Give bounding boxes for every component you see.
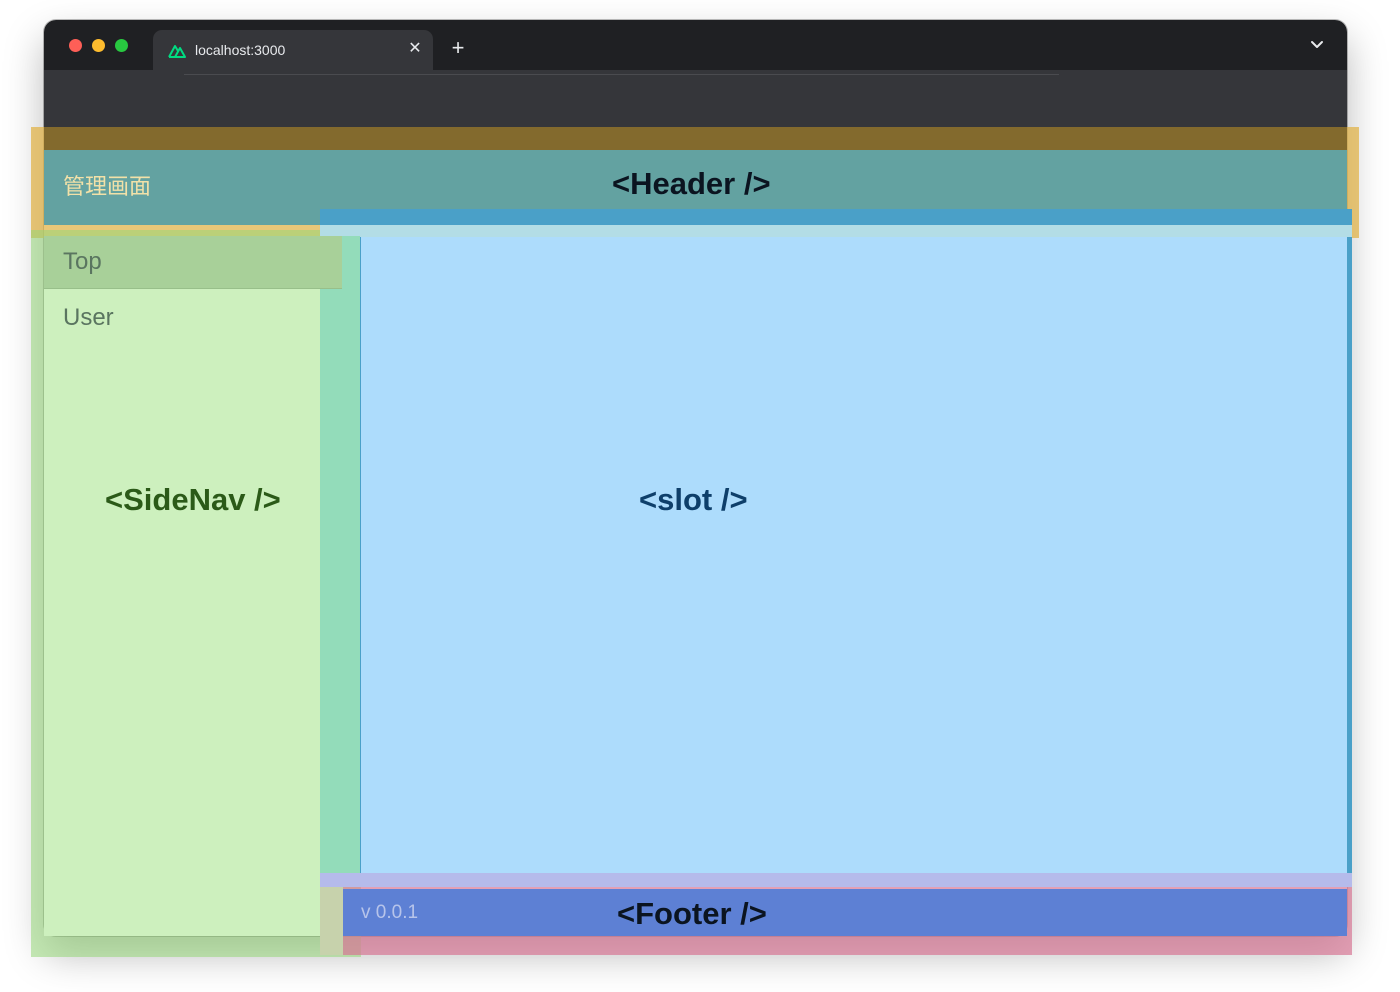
- sidenav-item-top-label[interactable]: Top: [63, 248, 102, 275]
- window-minimize-button[interactable]: [92, 39, 105, 52]
- footer-version: v 0.0.1: [361, 902, 419, 923]
- slot-component-label: <slot />: [639, 482, 748, 517]
- nuxt-logo-icon: [168, 45, 186, 58]
- slot-bottom-band: [320, 873, 1352, 887]
- footer-region: [343, 889, 1347, 936]
- sidenav-component-label: <SideNav />: [105, 482, 281, 517]
- window-zoom-button[interactable]: [115, 39, 128, 52]
- browser-tab[interactable]: localhost:3000 ✕: [153, 30, 433, 70]
- tab-close-icon[interactable]: ✕: [408, 40, 422, 57]
- sidenav-item-user[interactable]: User: [63, 304, 114, 331]
- slot-region: [361, 237, 1347, 873]
- sidenav-region: [44, 236, 320, 936]
- footer-left-band: [320, 887, 343, 955]
- new-tab-button[interactable]: +: [451, 35, 465, 60]
- header-title: 管理画面: [63, 174, 152, 199]
- header-component-label: <Header />: [612, 166, 771, 201]
- footer-component-label: <Footer />: [617, 896, 767, 931]
- sidenav-item-top[interactable]: [44, 236, 342, 289]
- slot-top-band: [320, 225, 1352, 237]
- header-top-band: [44, 127, 1347, 150]
- window-close-button[interactable]: [69, 39, 82, 52]
- tab-title: localhost:3000: [195, 42, 286, 58]
- sidenav-gutter: [320, 236, 360, 873]
- toolbar-divider: [184, 74, 1059, 75]
- chevron-down-icon[interactable]: [1310, 40, 1324, 50]
- tab-bar: localhost:3000 ✕ +: [44, 20, 1347, 70]
